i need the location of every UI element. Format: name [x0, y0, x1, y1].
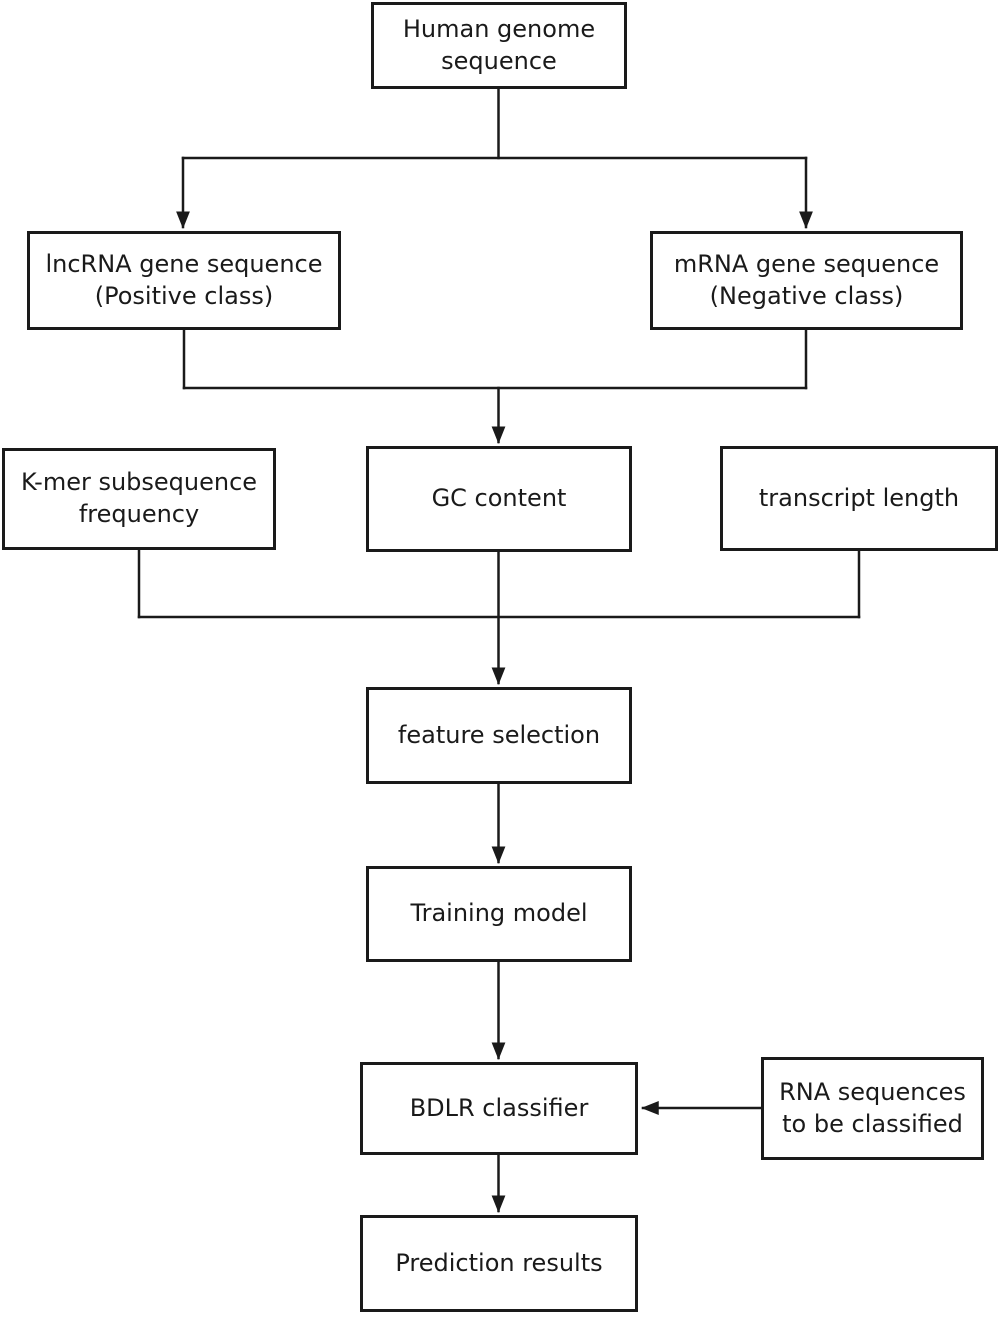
node-gc-content-label: GC content	[431, 484, 567, 513]
node-rna-sequences-to-classify: RNA sequences to be classified	[761, 1057, 984, 1160]
node-prediction-results: Prediction results	[360, 1215, 638, 1312]
node-transcript-length-label: transcript length	[758, 483, 960, 512]
node-training-model: Training model	[366, 866, 632, 962]
node-feature-selection: feature selection	[366, 687, 632, 784]
node-mrna-gene-sequence: mRNA gene sequence (Negative class)	[650, 231, 963, 330]
node-prediction-results-label: Prediction results	[395, 1248, 603, 1277]
node-bdlr-classifier-label: BDLR classifier	[409, 1093, 589, 1122]
node-kmer-subsequence-frequency: K-mer subsequence frequency	[2, 448, 276, 550]
node-kmer-subsequence-frequency-label: K-mer subsequence frequency	[20, 468, 258, 528]
node-feature-selection-label: feature selection	[397, 720, 601, 749]
node-mrna-gene-sequence-label: mRNA gene sequence (Negative class)	[673, 249, 940, 310]
node-bdlr-classifier: BDLR classifier	[360, 1062, 638, 1155]
node-rna-sequences-to-classify-label: RNA sequences to be classified	[779, 1077, 966, 1138]
node-training-model-label: Training model	[410, 899, 588, 928]
node-transcript-length: transcript length	[720, 446, 998, 551]
node-gc-content: GC content	[366, 446, 632, 552]
node-human-genome-sequence: Human genome sequence	[371, 2, 627, 89]
node-lncrna-gene-sequence-label: lncRNA gene sequence (Positive class)	[45, 249, 323, 310]
node-human-genome-sequence-label: Human genome sequence	[402, 14, 596, 75]
node-lncrna-gene-sequence: lncRNA gene sequence (Positive class)	[27, 231, 341, 330]
